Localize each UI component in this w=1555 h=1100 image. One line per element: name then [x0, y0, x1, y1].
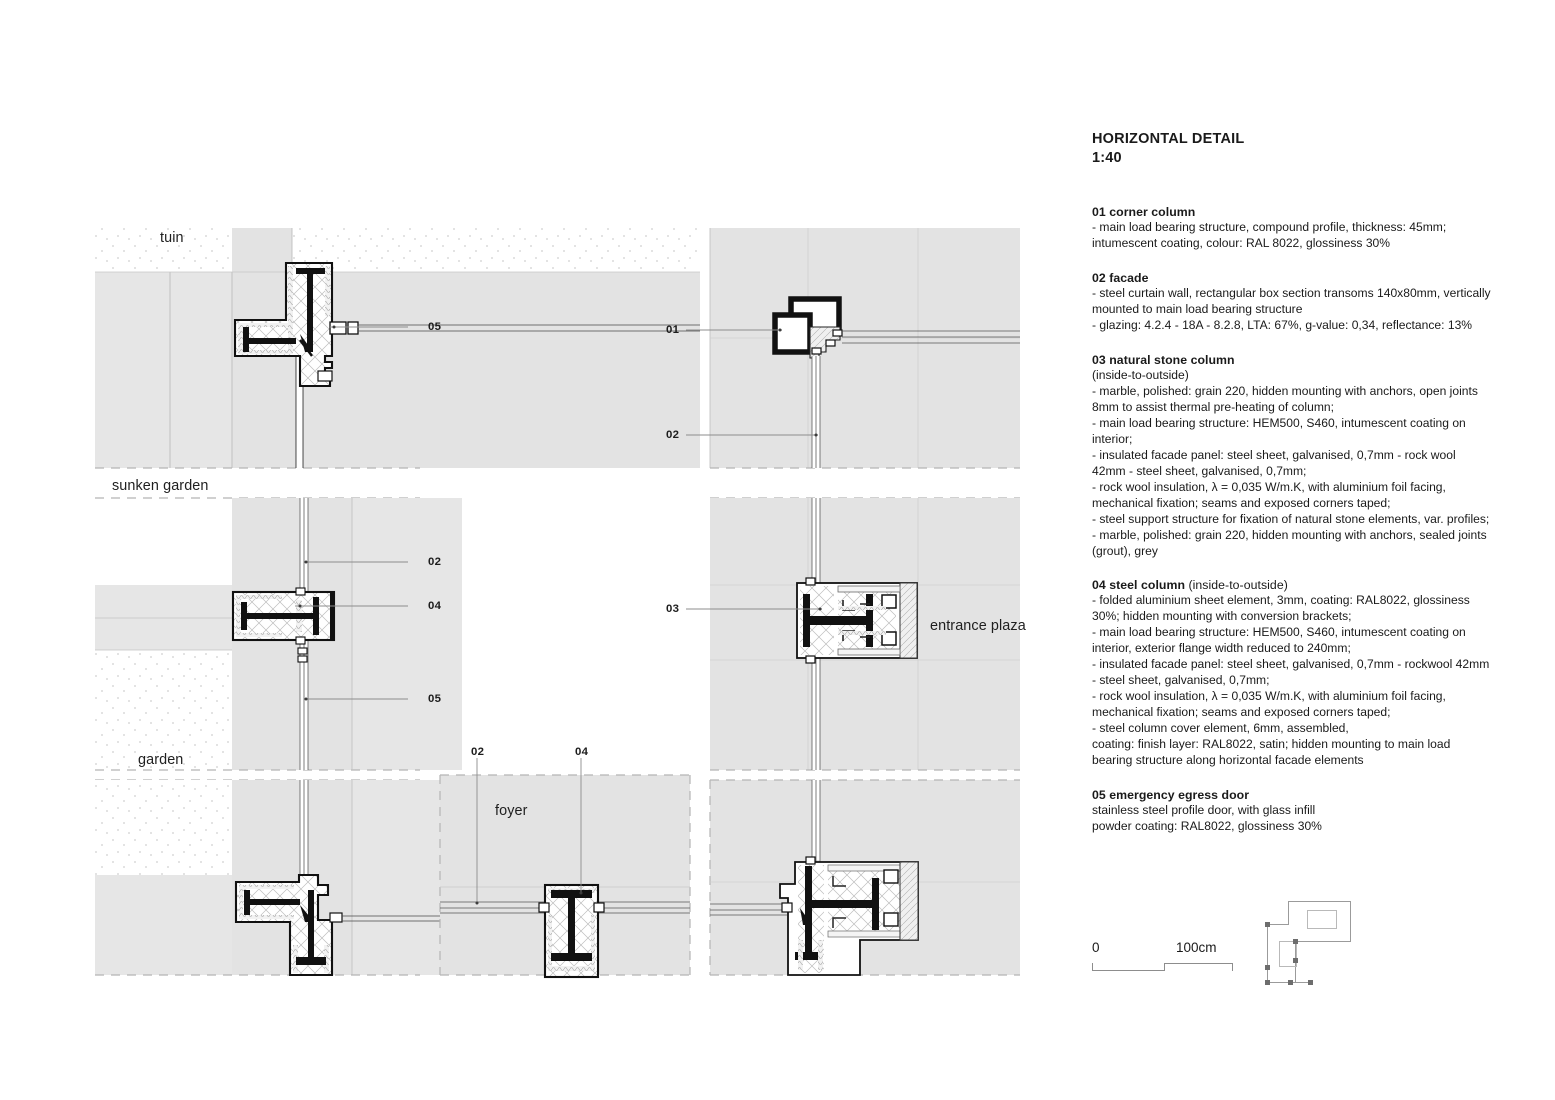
- zone-label-entrance-plaza: entrance plaza: [930, 618, 1026, 634]
- legend-item-body: - steel curtain wall, rectangular box se…: [1092, 286, 1491, 333]
- leader-dot: [818, 607, 822, 611]
- legend-item-4: 04 steel column (inside-to-outside)- fol…: [1092, 578, 1492, 768]
- sheet-scale: 1:40: [1092, 150, 1122, 167]
- legend-item-body: stainless steel profile door, with glass…: [1092, 802, 1322, 833]
- zone-label-tuin: tuin: [160, 230, 184, 246]
- panel-foyer: [439, 774, 691, 979]
- leader-dot: [778, 328, 782, 332]
- legend-item-3: 03 natural stone column(inside-to-outsid…: [1092, 353, 1492, 559]
- panel-mid-right: [710, 497, 1020, 771]
- legend-item-title: 03 natural stone column: [1092, 353, 1235, 368]
- scale-hundred-label: 100cm: [1176, 940, 1217, 955]
- panel-top-right: [709, 228, 1020, 469]
- callout-tr-01: 01: [666, 324, 680, 336]
- legend-item-1: 01 corner column- main load bearing stru…: [1092, 205, 1492, 252]
- legend-item-title: 05 emergency egress door: [1092, 787, 1250, 802]
- legend-item-subtitle: (inside-to-outside): [1092, 368, 1189, 383]
- callout-ml-05: 05: [428, 693, 442, 705]
- leader-dot: [579, 891, 583, 895]
- legend-item-title: 01 corner column: [1092, 205, 1196, 220]
- callout-leaders: [295, 326, 822, 903]
- zone-label-garden: garden: [138, 752, 184, 768]
- panel-bottom-left: [95, 779, 451, 977]
- callout-f-04: 04: [575, 746, 589, 758]
- callout-ml-04: 04: [428, 600, 442, 612]
- callout-f-02: 02: [471, 746, 485, 758]
- legend-item-body: - marble, polished: grain 220, hidden mo…: [1092, 383, 1490, 558]
- legend-item-2: 02 facade- steel curtain wall, rectangul…: [1092, 271, 1492, 334]
- scale-bar-graphic: [1092, 959, 1292, 971]
- zone-label-sunken-garden: sunken garden: [112, 478, 209, 494]
- leader-dot: [304, 697, 308, 701]
- scale-zero-label: 0: [1092, 940, 1100, 955]
- scale-bar: 0 100cm: [1092, 940, 1292, 971]
- leader-dot: [298, 604, 302, 608]
- legend-item-title: 02 facade: [1092, 271, 1149, 286]
- key-plan: [1258, 897, 1368, 985]
- panel-bottom-right: [709, 779, 1020, 976]
- detail-drawings: tuin sunken garden garden foyer entrance pla…: [95, 228, 1026, 979]
- sheet-title-block: HORIZONTAL DETAIL 1:40: [1092, 130, 1492, 168]
- zone-label-foyer: foyer: [495, 803, 528, 819]
- legend-item-body: - main load bearing structure, compound …: [1092, 220, 1447, 251]
- callout-dots: [298, 325, 822, 905]
- legend-item-body: - folded aluminium sheet element, 3mm, c…: [1092, 593, 1490, 767]
- callout-mr-03: 03: [666, 603, 680, 615]
- leader-dot: [332, 325, 336, 329]
- leader-dot: [475, 901, 479, 905]
- panel-mid-left: [95, 497, 462, 771]
- callout-tl-05: 05: [428, 321, 442, 333]
- panel-top-left: [95, 228, 700, 469]
- leader-dot: [814, 433, 818, 437]
- legend-item-title: 04 steel column (inside-to-outside): [1092, 578, 1288, 593]
- callout-tr-02: 02: [666, 429, 680, 441]
- detail-svg: [95, 228, 1020, 979]
- legend-panel: HORIZONTAL DETAIL 1:40 01 corner column-…: [1092, 130, 1492, 835]
- legend-item-subtitle: (inside-to-outside): [1185, 578, 1288, 593]
- callout-ml-02: 02: [428, 556, 442, 568]
- sheet-title: HORIZONTAL DETAIL: [1092, 131, 1245, 147]
- leader-dot: [304, 560, 308, 564]
